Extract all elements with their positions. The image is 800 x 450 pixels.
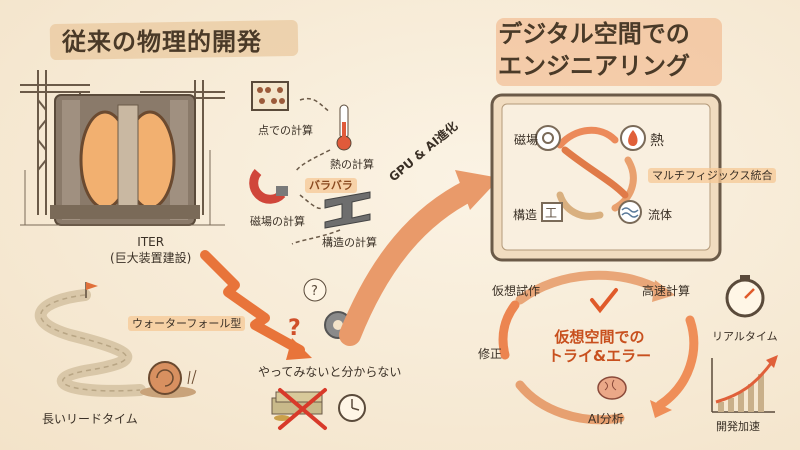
fix-label: 修正 [478, 347, 503, 361]
zigzag-down-arrow [200, 250, 305, 355]
beam-square-icon: 工 [541, 202, 563, 222]
trial-unknown-label: やってみないと分からない [258, 365, 402, 379]
center-line2: トライ&エラー [548, 347, 652, 365]
realtime-label: リアルタイム [712, 330, 778, 343]
center-message: 仮想空間での トライ&エラー [548, 328, 651, 366]
question-icon: ? [303, 278, 327, 302]
center-line1: 仮想空間での [554, 328, 645, 346]
screen-fluid-label: 流体 [648, 208, 673, 222]
long-lead-label: 長いリードタイム [42, 412, 138, 426]
right-title-line2: エンジニアリング [498, 52, 690, 80]
flame-icon [620, 125, 646, 151]
fluid-wave-icon [618, 200, 642, 224]
brain-icon [597, 376, 627, 400]
magnet-icon [249, 168, 288, 204]
ai-analysis-label: AI分析 [588, 412, 624, 426]
virtual-trial-label: 仮想試作 [492, 284, 541, 298]
svg-text:工: 工 [545, 206, 557, 220]
dev-accel-label: 開発加速 [716, 420, 760, 433]
screen-magnetic-label: 磁場 [514, 133, 539, 147]
screen-heat-label: 熱 [650, 133, 664, 149]
i-beam-icon [324, 191, 371, 229]
snail-icon [140, 361, 197, 398]
fast-calc-label: 高速計算 [642, 284, 691, 298]
reactor-icon [50, 94, 200, 226]
growth-chart-icon [711, 355, 778, 413]
waterfall-label: ウォーターフォール型 [128, 315, 246, 331]
screen-structure-label: 構造 [513, 208, 538, 222]
left-title: 従来の物理的開発 [62, 28, 262, 56]
crane-left-icon [20, 70, 90, 215]
structure-calc-label: 構造の計算 [322, 236, 377, 249]
multiphysics-label: マルチフィジックス統合 [648, 167, 777, 183]
clock-icon [338, 394, 366, 422]
separate-text: バラバラ [305, 178, 357, 193]
flag-icon [85, 282, 98, 298]
iter-sublabel: (巨大装置建設) [110, 251, 192, 265]
check-icon [590, 288, 618, 314]
abacus-icon [251, 81, 289, 111]
title-right-highlight [496, 18, 722, 86]
separate-label: バラバラ [305, 177, 357, 193]
thermometer-icon [336, 104, 352, 151]
magnet-ring-icon [535, 125, 561, 151]
waterfall-text: ウォーターフォール型 [128, 316, 246, 331]
right-title: デジタル空間での エンジニアリング [498, 18, 690, 82]
cross-out-icon [278, 388, 327, 430]
iter-caption: ITER (巨大装置建設) [110, 234, 191, 266]
svg-text:?: ? [311, 284, 318, 299]
heat-calc-label: 熱の計算 [330, 158, 374, 171]
point-calc-label: 点での計算 [258, 124, 313, 137]
gpu-ai-arrow [339, 179, 481, 346]
magnetic-calc-label: 磁場の計算 [250, 215, 305, 228]
stopwatch-icon [725, 275, 765, 318]
right-title-line1: デジタル空間での [498, 20, 690, 48]
iter-label: ITER [137, 235, 165, 249]
multiphysics-text: マルチフィジックス統合 [648, 168, 777, 183]
big-question-mark: ? [288, 316, 301, 341]
waterfall-road [34, 289, 146, 397]
